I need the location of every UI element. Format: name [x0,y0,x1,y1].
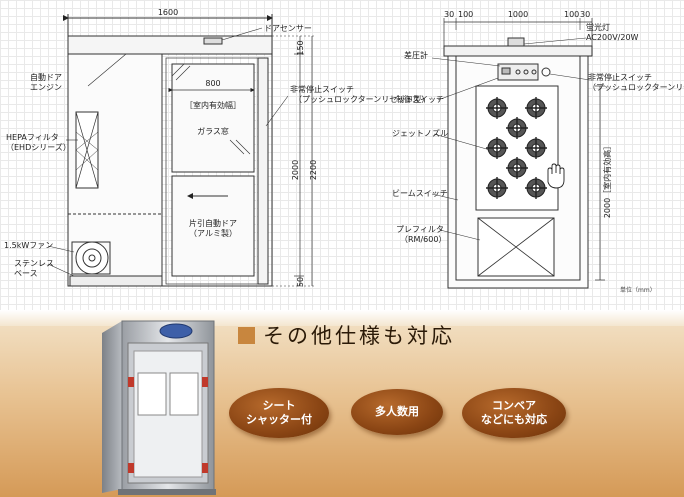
nozzle-icon [525,177,547,199]
dim-inner-width: 800 [205,79,220,88]
dim-30-left: 30 [444,10,454,19]
dim-2200: 2200 [309,160,318,180]
left-elevation [47,14,316,287]
dim-total-width: 1600 [158,8,178,17]
drawing-svg: 1600 ドアセンサー 自動ドア エンジン HEPAフィルタ （EHDシリーズ）… [4,8,684,294]
label-emergency-left-2: （プッシュロックターンリセット型） [294,95,429,104]
option-1-line1: シート [262,399,296,412]
option-1-line2: シャッター付 [246,413,312,426]
nozzle-icon [525,97,547,119]
label-lamp-2: AC200V/20W [586,33,639,42]
label-hepa-2: （EHDシリーズ） [6,142,71,152]
option-sheet-shutter: シートシャッター付 [229,388,329,438]
heading-text: その他仕様も対応 [263,324,455,348]
option-2-line1: 多人数用 [375,405,419,418]
options-heading: その他仕様も対応 [238,320,455,350]
dim-1000: 1000 [508,10,528,19]
label-door-sensor: ドアセンサー [264,24,312,33]
label-gauge: 差圧計 [404,50,428,60]
label-base-2: ベース [14,269,38,278]
label-lamp-1: 蛍光灯 [586,22,610,32]
label-glass: ガラス窓 [197,126,229,136]
jet-nozzles [486,97,547,199]
label-control: 制御スイッチ [396,94,444,104]
label-emergency-left-1: 非常停止スイッチ [290,84,354,94]
right-elevation [431,18,605,289]
label-auto-door-1: 自動ドア [30,72,62,82]
dim-50: 50 [296,277,305,287]
dim-30-right: 30 [580,10,590,19]
technical-drawing: 1600 ドアセンサー 自動ドア エンジン HEPAフィルタ （EHDシリーズ）… [0,0,684,310]
label-nozzle: ジェットノズル [392,128,448,138]
label-sliding-1: 片引自動ドア [189,218,237,228]
nozzle-icon [486,177,508,199]
air-shower-photo [98,313,220,496]
hand-icon [547,163,565,189]
option-multi-person: 多人数用 [351,389,443,435]
label-emergency-right-2: （プッシュロックターンリセット型） [588,83,684,92]
label-beam: ビームスイッチ [392,189,448,198]
right-labels: 30 100 1000 100 30 蛍光灯 AC200V/20W 差圧計 制御… [392,10,684,294]
label-base-1: ステンレス [14,259,54,268]
dim-2000-eff: 2000［室内有効高］ [602,142,612,218]
dim-2000-left: 2000 [291,160,300,180]
label-sliding-2: （アルミ製） [189,228,237,238]
option-conveyor: コンベアなどにも対応 [462,388,566,438]
nozzle-icon [486,97,508,119]
label-unit: 単位（mm） [620,286,656,294]
label-fan: 1.5kWファン [4,241,53,250]
label-emergency-right-1: 非常停止スイッチ [588,72,652,82]
nozzle-icon [486,137,508,159]
label-inner-eff-width: ［室内有効幅］ [185,100,241,110]
label-hepa-1: HEPAフィルタ [6,133,59,142]
option-3-line2: などにも対応 [481,413,547,426]
dim-100-right: 100 [564,10,579,19]
nozzle-icon [506,117,528,139]
dim-150: 150 [296,40,305,55]
dim-100-left: 100 [458,10,473,19]
nozzle-icon [525,137,547,159]
nozzle-icon [506,157,528,179]
option-3-line1: コンベア [492,399,536,412]
label-prefilter-2: （RM/600） [400,235,446,244]
label-prefilter-1: プレフィルタ [396,225,444,234]
label-auto-door-2: エンジン [30,83,62,92]
left-labels: 1600 ドアセンサー 自動ドア エンジン HEPAフィルタ （EHDシリーズ）… [4,8,429,287]
heading-square-icon [238,326,255,344]
